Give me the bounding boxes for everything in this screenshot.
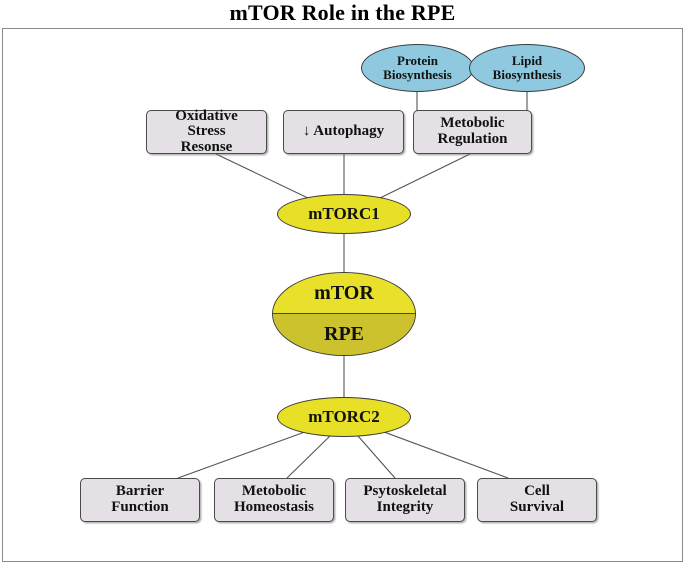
node-metabolic-regulation-line1: Metobolic bbox=[440, 115, 505, 132]
page-title: mTOR Role in the RPE bbox=[229, 0, 456, 25]
node-cell-survival-line2: Survival bbox=[509, 499, 565, 515]
node-autophagy[interactable]: ↓ Autophagy bbox=[283, 110, 404, 154]
node-oxidative-stress-line2: Stress bbox=[187, 123, 226, 140]
node-oxidative-stress-line3: Resonse bbox=[180, 138, 233, 155]
node-cytoskeletal-integrity[interactable]: Psytoskeletal Integrity bbox=[345, 478, 465, 522]
node-cytoskeletal-integrity-line1: Psytoskeletal bbox=[363, 483, 447, 500]
node-mtor-label-half: mTOR bbox=[273, 273, 415, 314]
node-protein-biosynthesis-line2: Biosynthesis bbox=[383, 67, 452, 82]
node-cell-survival-line1: Cell bbox=[524, 483, 550, 500]
node-mtorc2-label: mTORC2 bbox=[308, 407, 380, 427]
node-mtor-label: mTOR bbox=[314, 281, 374, 304]
node-lipid-biosynthesis-line2: Biosynthesis bbox=[492, 67, 562, 82]
node-barrier-function-line1: Barrier bbox=[115, 483, 165, 500]
node-cell-survival[interactable]: Cell Survival bbox=[477, 478, 597, 522]
node-mtor-rpe[interactable]: mTOR RPE bbox=[272, 272, 416, 356]
node-mtorc1-label: mTORC1 bbox=[308, 204, 380, 224]
node-metabolic-homeostasis-line1: Metobolic bbox=[241, 483, 307, 500]
node-metabolic-homeostasis-line2: Homeostasis bbox=[234, 499, 314, 515]
node-cytoskeletal-integrity-line2: Integrity bbox=[376, 499, 434, 515]
node-oxidative-stress-response[interactable]: Oxidative Stress Resonse bbox=[146, 107, 267, 155]
node-barrier-function[interactable]: Barrier Function bbox=[80, 478, 200, 522]
node-metabolic-homeostasis[interactable]: Metobolic Homeostasis bbox=[214, 478, 334, 522]
node-metabolic-regulation-line2: Regulation bbox=[437, 131, 508, 147]
node-barrier-function-line2: Function bbox=[111, 499, 169, 515]
node-rpe-label: RPE bbox=[324, 323, 364, 345]
node-oxidative-stress-line1: Oxidative bbox=[175, 107, 238, 124]
node-autophagy-label: ↓ Autophagy bbox=[302, 123, 385, 140]
node-metabolic-regulation[interactable]: Metobolic Regulation bbox=[413, 110, 532, 154]
node-protein-biosynthesis[interactable]: Protein Biosynthesis bbox=[361, 44, 474, 92]
node-lipid-biosynthesis-line1: Lipid bbox=[511, 53, 543, 69]
node-mtorc1[interactable]: mTORC1 bbox=[277, 194, 411, 234]
node-rpe-label-half: RPE bbox=[273, 314, 415, 355]
node-mtorc2[interactable]: mTORC2 bbox=[277, 397, 411, 437]
node-protein-biosynthesis-line1: Protein bbox=[397, 53, 438, 69]
node-lipid-biosynthesis[interactable]: Lipid Biosynthesis bbox=[469, 44, 585, 92]
